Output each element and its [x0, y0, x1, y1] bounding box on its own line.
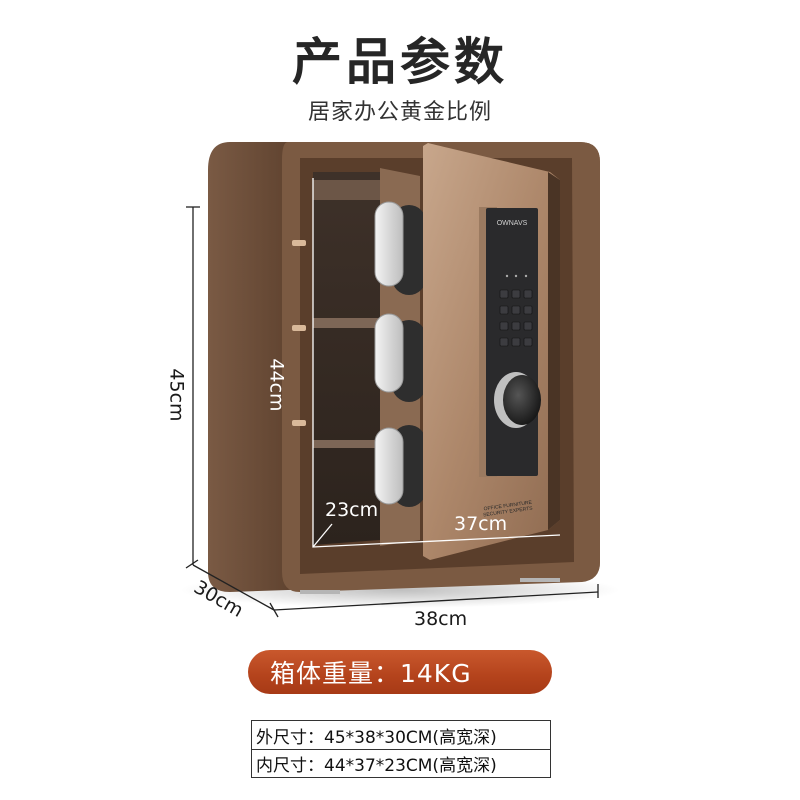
weight-label: 箱体重量：14KG: [270, 659, 472, 688]
weight-badge: 箱体重量：14KG: [248, 650, 552, 694]
page-subtitle: 居家办公黄金比例: [307, 100, 492, 125]
bolt-middle: [374, 313, 426, 402]
svg-text:OWNAVS: OWNAVS: [497, 220, 528, 227]
dim-inner-height: 44cm: [265, 358, 288, 412]
dim-inner-depth: 23cm: [325, 499, 379, 521]
page-title: 产品参数: [292, 33, 508, 91]
bolt-bottom: [374, 425, 426, 507]
dim-outer-height: 45cm: [165, 368, 188, 422]
spec-row-outer: 外尺寸：45*38*30CM(高宽深): [256, 727, 497, 748]
bolt-top: [374, 201, 426, 295]
dim-inner-width: 37cm: [454, 513, 508, 535]
spec-table: 外尺寸：45*38*30CM(高宽深) 内尺寸：44*37*23CM(高宽深): [251, 720, 551, 778]
dim-outer-width: 38cm: [414, 608, 468, 630]
spec-row-inner: 内尺寸：44*37*23CM(高宽深): [252, 749, 550, 777]
